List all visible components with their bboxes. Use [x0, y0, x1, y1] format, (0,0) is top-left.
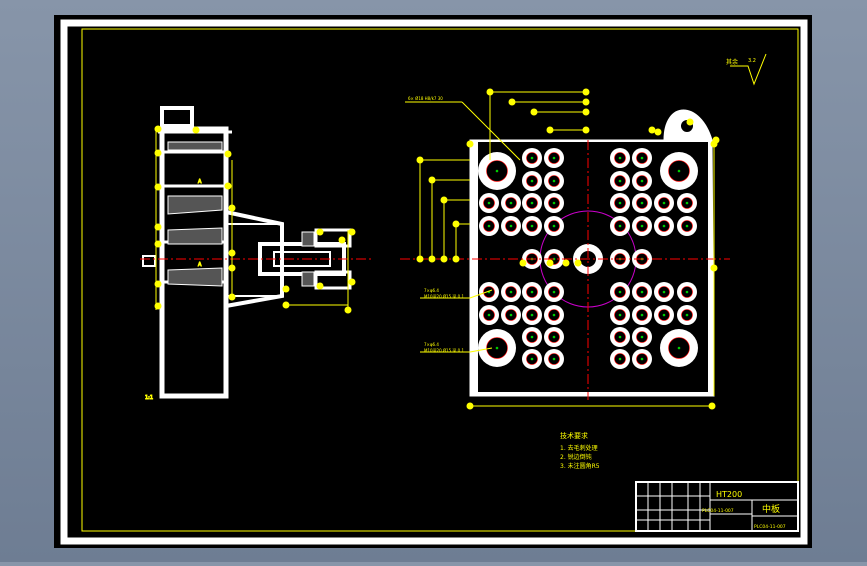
pin-hole-center — [552, 313, 556, 317]
technical-requirements: 技术要求 1. 去毛刺处理 2. 锐边倒钝 3. 未注圆角R5 — [560, 431, 600, 470]
front-view-text: 6× Ø18 H8/k7 30 7×φ6.4 M10深20 Ø15 深 0.1 … — [408, 58, 756, 353]
hole-spec-mid-2: M10深20 Ø15 深 0.1 — [424, 293, 464, 299]
pin-hole-center — [685, 290, 689, 294]
pin-hole-center — [509, 290, 513, 294]
pin-hole-center — [640, 290, 644, 294]
pin-hole-center — [552, 156, 556, 160]
pin-hole-center — [487, 201, 491, 205]
tech-requirement-3: 3. 未注圆角R5 — [560, 462, 600, 470]
title-block — [635, 481, 799, 532]
pin-hole-center — [640, 201, 644, 205]
part-name-label: 中板 — [762, 503, 780, 515]
pin-hole-center — [662, 313, 666, 317]
pin-hole-center — [552, 201, 556, 205]
material-label: HT200 — [716, 490, 742, 499]
pin-hole-center — [509, 313, 513, 317]
roughness-value: 3.2 — [748, 58, 756, 64]
pin-hole-center — [685, 201, 689, 205]
roughness-label: 其余 — [726, 58, 738, 66]
pin-hole-center — [618, 201, 622, 205]
pin-hole-center — [640, 335, 644, 339]
hole-spec-mid-1: 7×φ6.4 — [424, 288, 439, 293]
pin-hole-center — [640, 156, 644, 160]
bushing-hole-center — [495, 346, 499, 350]
pin-hole-center — [552, 179, 556, 183]
pin-hole-center — [618, 313, 622, 317]
pin-hole-center — [530, 179, 534, 183]
pin-hole-center — [618, 156, 622, 160]
pin-hole-center — [530, 224, 534, 228]
pin-hole-center — [685, 313, 689, 317]
svg-text:A: A — [198, 262, 202, 268]
pin-hole-center — [618, 224, 622, 228]
side-view-dimensions: A A 1:1 — [145, 125, 356, 402]
pin-hole-center — [509, 224, 513, 228]
pin-hole-center — [552, 335, 556, 339]
svg-text:A: A — [198, 179, 202, 185]
sheet-border — [60, 19, 808, 545]
front-view-dimensions — [405, 53, 767, 410]
pin-hole-center — [487, 313, 491, 317]
bushing-hole-center — [677, 346, 681, 350]
tech-requirement-1: 1. 去毛刺处理 — [560, 444, 598, 452]
tech-requirements-title: 技术要求 — [560, 431, 588, 440]
pin-hole-center — [618, 290, 622, 294]
pin-hole-center — [530, 156, 534, 160]
pin-hole-center — [530, 290, 534, 294]
bushing-hole-center — [495, 169, 499, 173]
pin-hole-center — [530, 335, 534, 339]
front-view — [400, 109, 730, 400]
pin-hole-center — [618, 357, 622, 361]
side-view-top-lug — [160, 106, 194, 128]
pin-hole-center — [552, 290, 556, 294]
pin-hole-center — [618, 179, 622, 183]
pin-hole-center — [530, 201, 534, 205]
pin-hole-center — [662, 290, 666, 294]
pin-hole-center — [640, 224, 644, 228]
pin-hole-center — [640, 313, 644, 317]
tech-requirement-2: 2. 锐边倒钝 — [560, 453, 592, 461]
pin-hole-center — [530, 313, 534, 317]
svg-text:1:1: 1:1 — [145, 395, 153, 401]
hole-spec-low-2: M10深20 Ø15 深 0.1 — [424, 347, 464, 353]
title-block-note: PLC04-11-007 — [702, 508, 734, 514]
pin-hole-center — [509, 201, 513, 205]
pin-hole-center — [552, 357, 556, 361]
pin-hole-center — [685, 224, 689, 228]
pin-hole-center — [618, 335, 622, 339]
hole-pattern — [478, 148, 698, 369]
side-view — [140, 106, 372, 399]
drawing-number-label: PLC04-11-007 — [754, 524, 786, 530]
title-block-text: HT200 中板 PLC04-11-007 PLC04-11-007 — [702, 490, 786, 530]
hole-spec-low-1: 7×φ6.4 — [424, 342, 439, 347]
bushing-hole-center — [677, 169, 681, 173]
inner-frame — [81, 28, 799, 532]
pin-hole-center — [662, 201, 666, 205]
pin-hole-center — [662, 224, 666, 228]
pin-hole-center — [530, 357, 534, 361]
pin-hole-center — [640, 179, 644, 183]
pin-hole-center — [640, 357, 644, 361]
pin-hole-center — [487, 224, 491, 228]
pin-hole-center — [552, 224, 556, 228]
hole-spec-top: 6× Ø18 H8/k7 30 — [408, 96, 443, 101]
